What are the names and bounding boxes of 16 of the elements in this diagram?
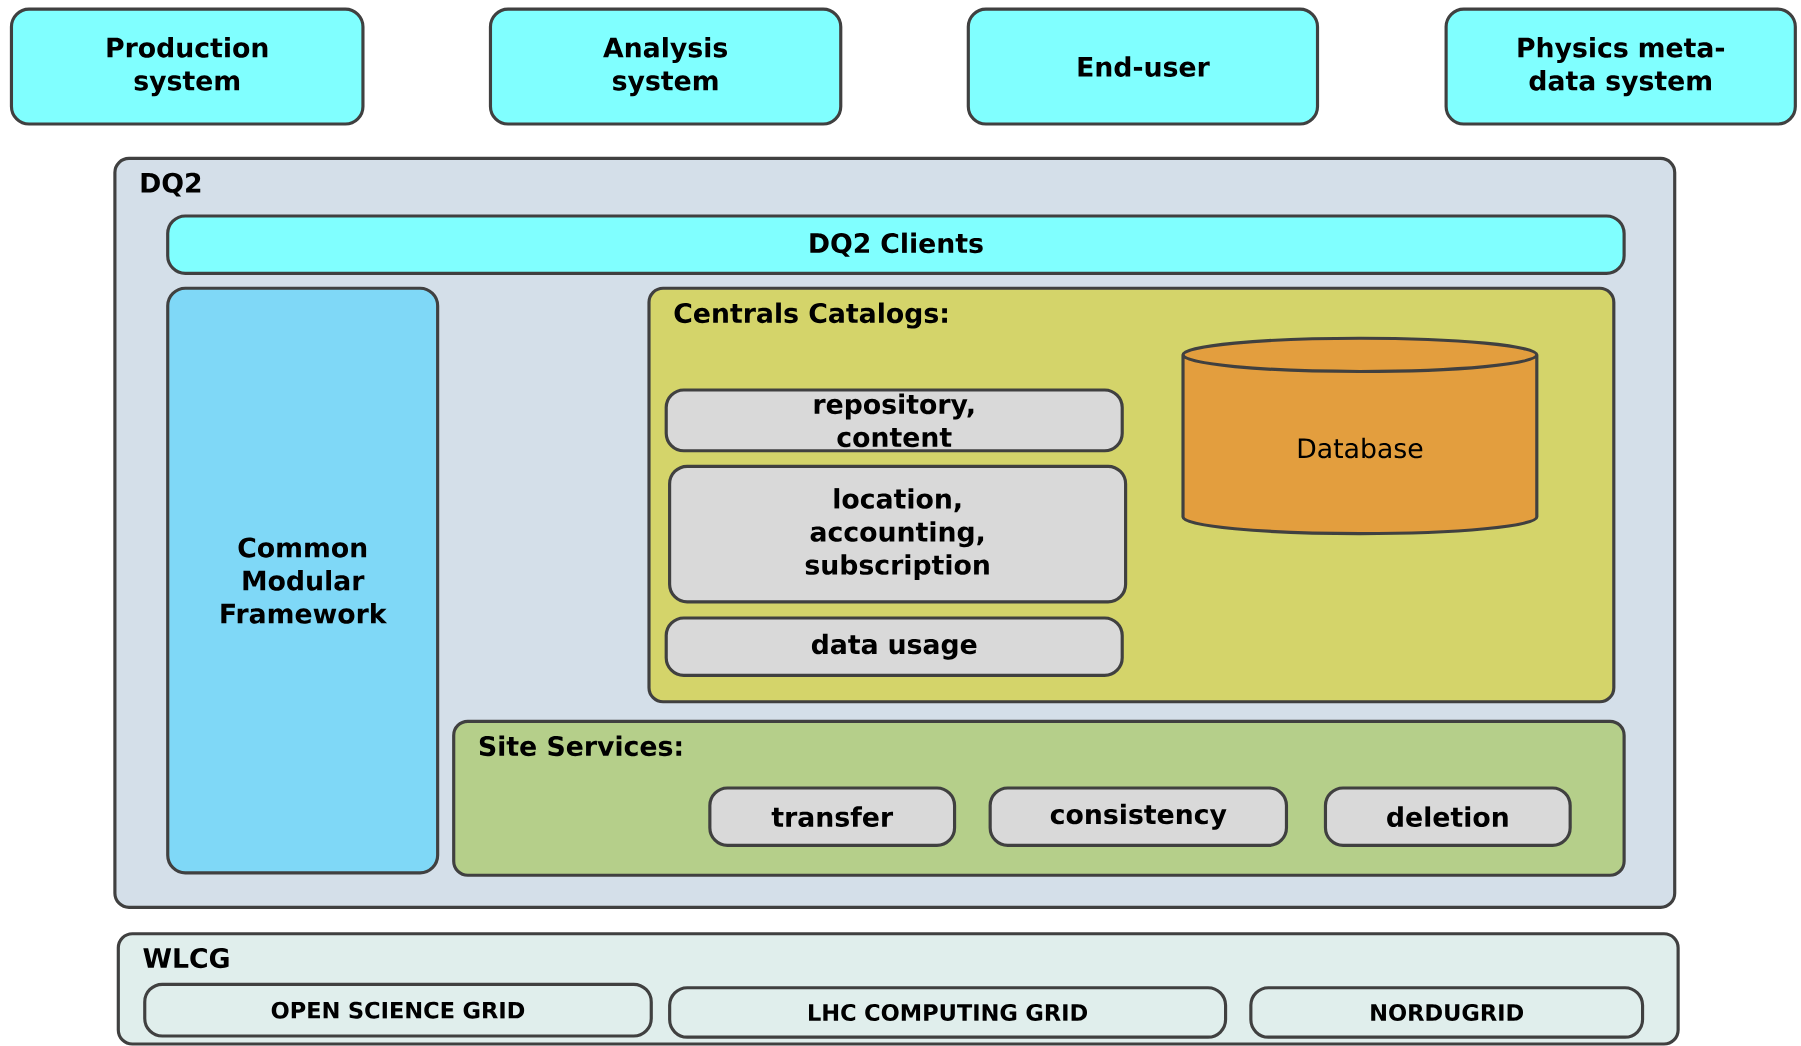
service-box: transfer bbox=[708, 786, 957, 847]
catalog-box: location, accounting, subscription bbox=[668, 464, 1128, 604]
catalog-box: repository, content bbox=[664, 388, 1124, 453]
catalog-box: data usage bbox=[664, 616, 1124, 677]
service-box: consistency bbox=[988, 786, 1289, 847]
database-cylinder: Database bbox=[1181, 336, 1539, 536]
clients-bar: DQ2 Clients bbox=[166, 214, 1626, 275]
grid-box: OPEN SCIENCE GRID bbox=[143, 982, 653, 1038]
grid-box: NORDUGRID bbox=[1249, 986, 1645, 1039]
system-box: Production system bbox=[9, 7, 365, 126]
framework-box: Common Modular Framework bbox=[166, 286, 440, 875]
grid-box: LHC COMPUTING GRID bbox=[668, 986, 1228, 1039]
system-box: Physics meta-data system bbox=[1444, 7, 1797, 126]
service-box: deletion bbox=[1323, 786, 1572, 847]
system-box: End-user bbox=[966, 7, 1320, 126]
system-box: Analysis system bbox=[488, 7, 843, 126]
